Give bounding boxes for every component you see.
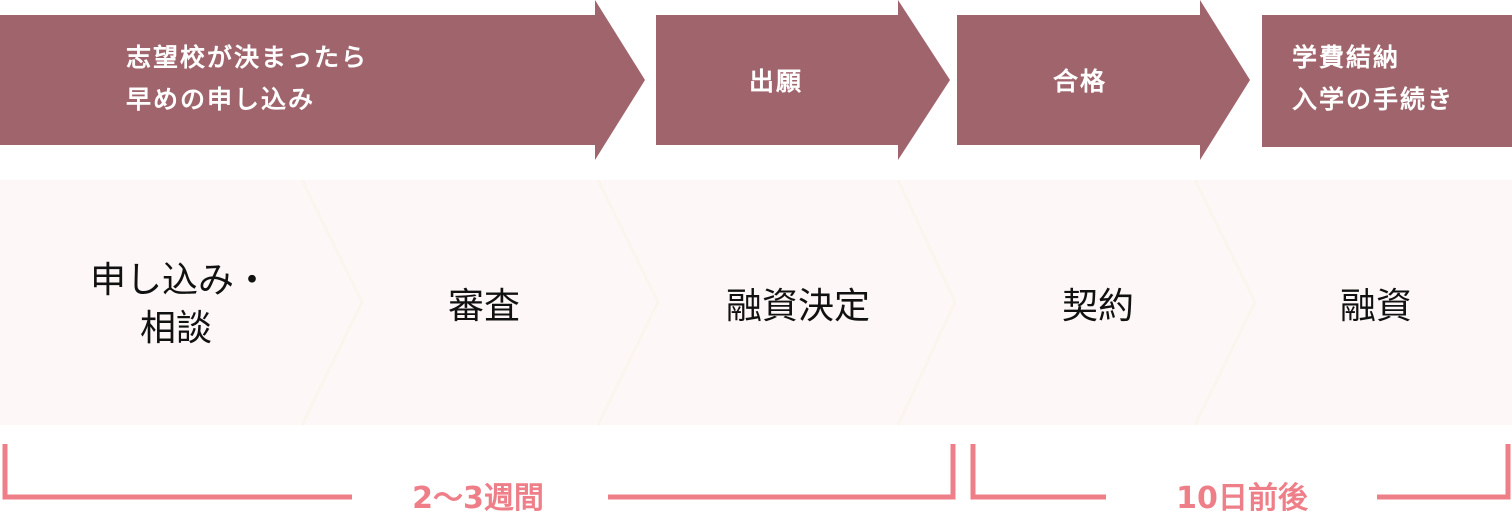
steps-band [0,180,1512,425]
step-1-line-1: 申し込み・ [90,260,270,301]
step-divider-2 [596,179,660,426]
step-3-label: 融資決定 [726,286,870,327]
step-divider-3 [896,179,957,426]
bracket-1-left [2,444,352,500]
milestone-arrow-2 [656,0,950,160]
step-divider-4 [1193,179,1257,426]
step-2-label: 審査 [448,286,520,327]
step-4-label: 契約 [1062,286,1134,327]
milestone-box-4 [1262,15,1512,147]
bracket-1-right [608,444,956,500]
milestone-2-label: 出願 [749,67,803,96]
milestone-arrow-3 [957,0,1250,160]
duration-brackets [2,444,1511,500]
milestone-4-line-1: 学費結納 [1292,43,1400,72]
milestone-1-line-2: 早めの申し込み [126,85,315,114]
step-divider-1 [300,179,364,426]
milestone-1-line-1: 志望校が決まったら [126,43,368,72]
bracket-2-left [970,444,1106,500]
step-1-line-2: 相談 [140,308,212,349]
milestone-arrows [0,0,1512,160]
step-5-label: 融資 [1340,286,1412,327]
step-dividers [300,179,1257,426]
milestone-arrow-1 [0,0,645,160]
milestone-3-label: 合格 [1053,67,1107,96]
milestone-4-line-2: 入学の手続き [1292,85,1454,114]
duration-1-label: 2〜3週間 [412,481,544,516]
bracket-2-right [1377,444,1511,500]
duration-2-label: 10日前後 [1176,481,1309,516]
